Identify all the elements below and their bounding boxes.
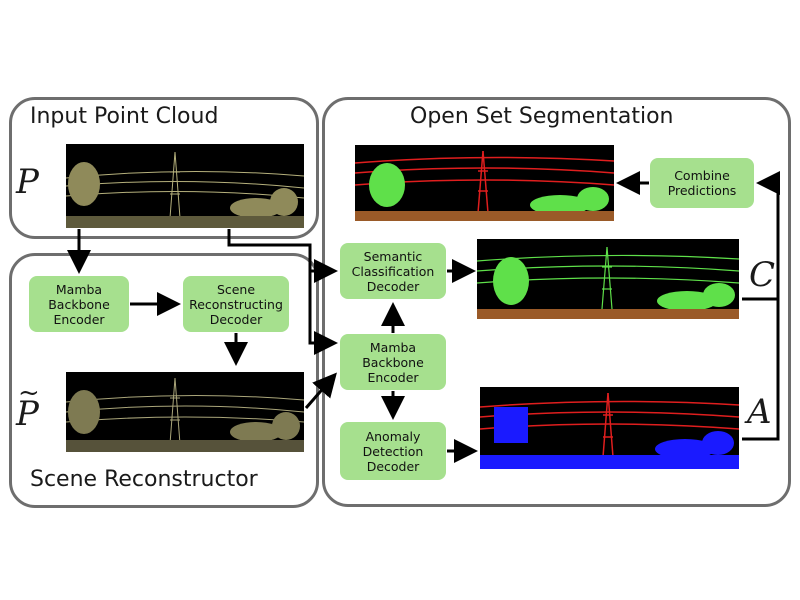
symbol-p: P xyxy=(16,162,39,202)
reconstructor-panel-title: Scene Reconstructor xyxy=(30,467,258,492)
input-panel-title: Input Point Cloud xyxy=(30,104,219,129)
combined-prediction-graphic xyxy=(355,150,614,221)
tilde-mark: ~ xyxy=(18,378,40,408)
semantic-classification-decoder: Semantic Classification Decoder xyxy=(340,243,446,299)
combined-predictions-image xyxy=(355,145,614,221)
open-set-panel-title: Open Set Segmentation xyxy=(410,104,674,129)
arrow-input-to-mamba-right xyxy=(308,271,338,355)
input-point-cloud-panel xyxy=(9,97,319,239)
symbol-c: C xyxy=(749,255,776,295)
reconstructed-point-cloud-graphic xyxy=(66,377,304,452)
symbol-p-tilde: P xyxy=(16,394,39,434)
mamba-backbone-encoder-left: Mamba Backbone Encoder xyxy=(29,276,129,332)
anomaly-prediction-graphic xyxy=(480,392,739,469)
mamba-backbone-encoder-right: Mamba Backbone Encoder xyxy=(340,334,446,390)
open-set-segmentation-panel xyxy=(322,97,791,507)
semantic-prediction-image xyxy=(477,239,739,319)
scene-reconstructing-decoder: Scene Reconstructing Decoder xyxy=(183,276,289,332)
input-point-cloud-image xyxy=(66,144,304,228)
anomaly-prediction-image xyxy=(480,387,739,469)
arrow-a-to-combine xyxy=(742,299,780,441)
anomaly-detection-decoder: Anomaly Detection Decoder xyxy=(340,422,446,480)
reconstructed-point-cloud-image xyxy=(66,372,304,452)
arrow-reconstruction-to-mamba-right xyxy=(304,372,337,409)
semantic-prediction-graphic xyxy=(477,246,739,319)
raw-point-cloud-graphic xyxy=(66,151,304,228)
symbol-a: A xyxy=(747,392,772,432)
arrow-input-to-semantic-decoder xyxy=(227,229,338,283)
combine-predictions: Combine Predictions xyxy=(650,158,754,208)
arrow-c-to-combine xyxy=(742,171,780,301)
